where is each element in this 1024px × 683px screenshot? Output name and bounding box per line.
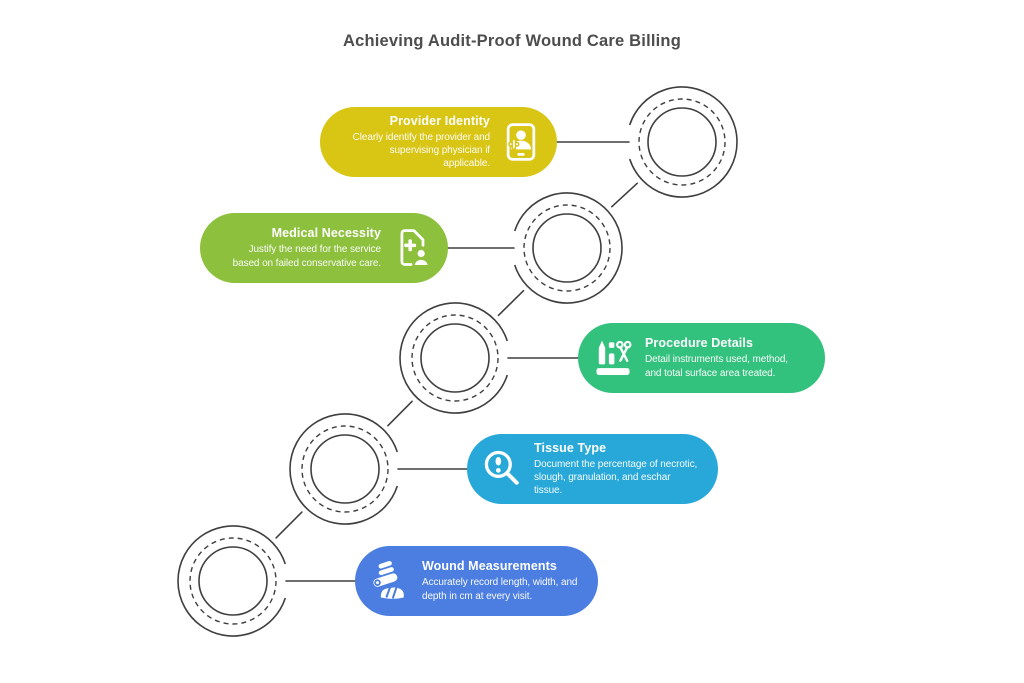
- magnifier-alert-icon: [480, 447, 524, 491]
- step-pill-procedure-details: Procedure Details Detail instruments use…: [578, 323, 825, 393]
- step-pill-provider-identity: Provider Identity Clearly identify the p…: [320, 107, 557, 177]
- bandaged-foot-icon: [368, 559, 412, 603]
- medical-file-icon: [390, 226, 434, 270]
- page-title: Achieving Audit-Proof Wound Care Billing: [343, 32, 681, 50]
- step-description: Justify the need for the service based o…: [232, 244, 381, 269]
- step-description: Detail instruments used, method, and tot…: [645, 354, 788, 379]
- flow-node-5: [177, 525, 287, 637]
- step-title: Medical Necessity: [271, 226, 381, 241]
- flow-node-1: [628, 86, 738, 198]
- step-text: Medical Necessity Justify the need for t…: [224, 226, 381, 269]
- step-description: Accurately record length, width, and dep…: [422, 577, 578, 602]
- flow-node-4: [289, 413, 399, 525]
- step-text: Wound Measurements Accurately record len…: [422, 559, 580, 602]
- flow-node-3: [399, 302, 509, 414]
- diagonal-connector-1-2: [610, 182, 639, 208]
- step-pill-wound-measurements: Wound Measurements Accurately record len…: [355, 546, 598, 616]
- step-title: Tissue Type: [534, 440, 607, 455]
- diagonal-connector-4-5: [275, 511, 303, 539]
- step-description: Clearly identify the provider and superv…: [352, 131, 490, 170]
- step-description: Document the percentage of necrotic, slo…: [534, 458, 698, 497]
- step-pill-tissue-type: Tissue Type Document the percentage of n…: [467, 434, 718, 504]
- diagonal-connector-2-3: [497, 289, 525, 317]
- step-title: Wound Measurements: [422, 559, 557, 574]
- id-badge-icon: [499, 120, 543, 164]
- flow-node-2: [513, 192, 623, 304]
- diagonal-connector-3-4: [387, 400, 413, 427]
- step-text: Provider Identity Clearly identify the p…: [344, 114, 490, 171]
- step-pill-medical-necessity: Medical Necessity Justify the need for t…: [200, 213, 448, 283]
- step-title: Provider Identity: [389, 113, 490, 128]
- surgical-instruments-icon: [591, 336, 635, 380]
- step-text: Procedure Details Detail instruments use…: [645, 336, 807, 379]
- step-title: Procedure Details: [645, 336, 753, 351]
- step-text: Tissue Type Document the percentage of n…: [534, 441, 700, 498]
